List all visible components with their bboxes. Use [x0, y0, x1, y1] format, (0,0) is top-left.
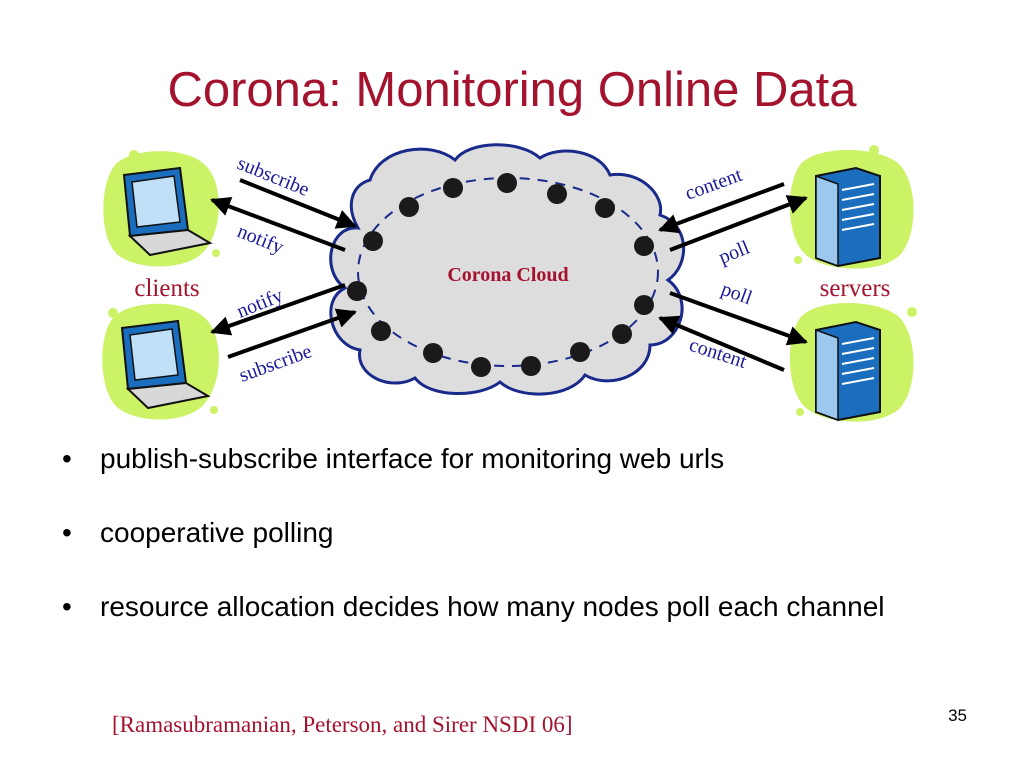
- arrow-poll-top: [669, 195, 808, 252]
- arrow-content-top: [658, 182, 785, 234]
- node: [497, 173, 517, 193]
- node: [363, 231, 383, 251]
- bullet-glyph: •: [62, 591, 72, 622]
- bullet-text: resource allocation decides how many nod…: [100, 591, 885, 622]
- server-icon: [815, 166, 881, 268]
- node: [471, 357, 491, 377]
- arrow-content-bottom: [658, 315, 785, 372]
- server-bottom: [789, 303, 917, 422]
- node: [612, 324, 632, 344]
- server-top: [789, 145, 914, 269]
- slide-title: Corona: Monitoring Online Data: [167, 63, 857, 117]
- bullet-glyph: •: [62, 517, 72, 548]
- node: [371, 321, 391, 341]
- page-number: 35: [948, 706, 967, 725]
- node: [443, 178, 463, 198]
- arrow-subscribe-bottom: [227, 308, 357, 359]
- label-poll-top: poll: [716, 236, 754, 268]
- label-subscribe-bottom: subscribe: [236, 340, 315, 387]
- bullet-item: • publish-subscribe interface for monitor…: [62, 442, 962, 476]
- node: [347, 281, 367, 301]
- node: [570, 342, 590, 362]
- label-poll-bottom: poll: [718, 278, 755, 309]
- arrow-notify-top: [210, 196, 346, 252]
- node: [521, 356, 541, 376]
- citation: [Ramasubramanian, Peterson, and Sirer NS…: [112, 712, 573, 737]
- arrows: [210, 178, 808, 372]
- cloud-nodes: [347, 173, 654, 377]
- client-bottom: [102, 303, 219, 420]
- bullet-text: publish-subscribe interface for monitori…: [100, 443, 725, 474]
- bullet-item: • cooperative polling: [62, 516, 962, 550]
- label-content-bottom: content: [686, 334, 749, 373]
- laptop-icon: [120, 319, 211, 410]
- servers-label: servers: [820, 275, 891, 302]
- label-content-top: content: [682, 164, 745, 205]
- bullet-list: • publish-subscribe interface for monitor…: [62, 442, 962, 664]
- arrow-poll-bottom: [669, 291, 808, 346]
- bullet-glyph: •: [62, 443, 72, 474]
- bullet-item: • resource allocation decides how many no…: [62, 590, 962, 624]
- node: [634, 295, 654, 315]
- cloud-label: Corona Cloud: [447, 264, 568, 286]
- client-top: [103, 150, 220, 267]
- arrow-subscribe-top: [239, 178, 357, 229]
- node: [399, 197, 419, 217]
- node: [634, 236, 654, 256]
- bullet-text: cooperative polling: [100, 517, 334, 548]
- node: [547, 184, 567, 204]
- arrow-notify-bottom: [210, 283, 346, 336]
- clients-label: clients: [134, 275, 199, 302]
- corona-diagram: Corona Cloud: [102, 143, 917, 422]
- laptop-icon: [122, 166, 213, 257]
- node: [595, 198, 615, 218]
- node: [423, 343, 443, 363]
- server-icon: [815, 320, 881, 422]
